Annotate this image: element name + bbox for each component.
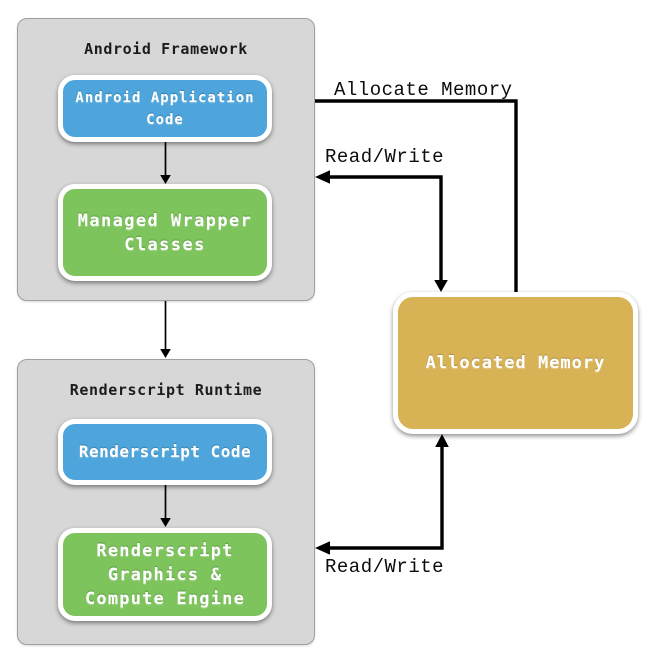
- node-renderscript-code: Renderscript Code: [58, 419, 272, 485]
- edge-allocate-memory-icon: [315, 99, 518, 292]
- node-android-application-code: Android Application Code: [58, 75, 272, 142]
- edge-read-write-bottom-icon: [315, 434, 449, 555]
- edge-read-write-top-icon: [315, 170, 448, 292]
- group-title-android-framework: Android Framework: [84, 40, 248, 58]
- node-renderscript-graphics-compute-engine: Renderscript Graphics & Compute Engine: [58, 528, 272, 621]
- node-allocated-memory: Allocated Memory: [393, 292, 638, 434]
- node-managed-wrapper-classes: Managed Wrapper Classes: [58, 184, 272, 281]
- edge-label-allocate-memory: Allocate Memory: [334, 79, 513, 101]
- edge-label-read-write-top: Read/Write: [325, 146, 445, 168]
- group-title-renderscript-runtime: Renderscript Runtime: [69, 381, 263, 399]
- arrow-framework-to-runtime-icon: [160, 301, 171, 358]
- edge-label-read-write-bottom: Read/Write: [325, 556, 445, 578]
